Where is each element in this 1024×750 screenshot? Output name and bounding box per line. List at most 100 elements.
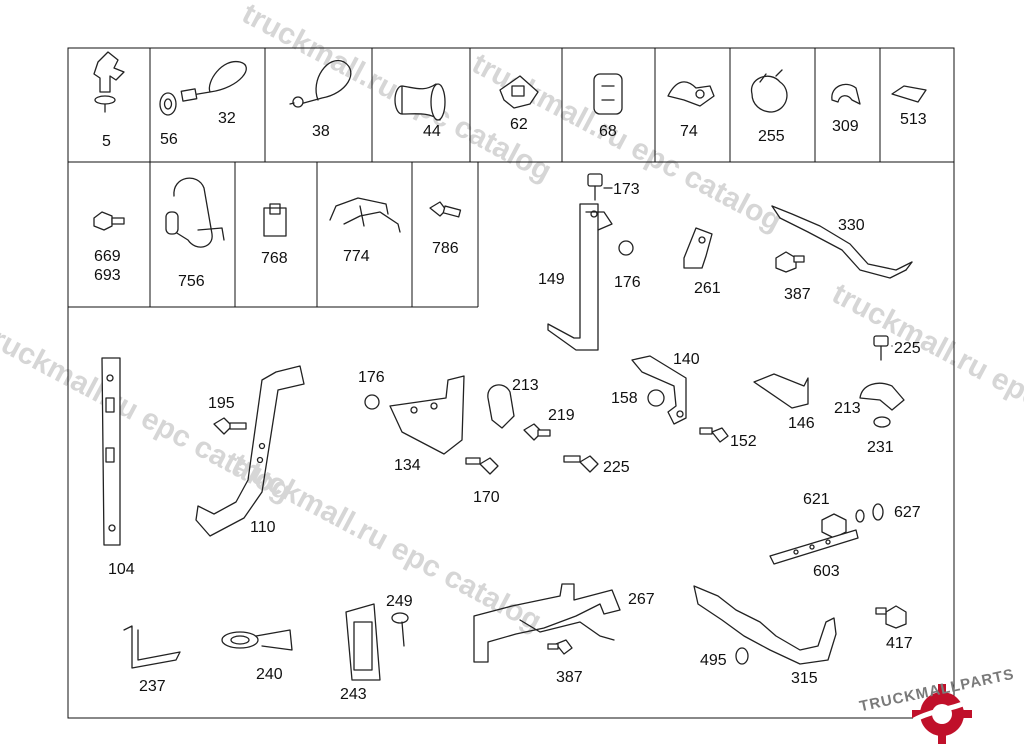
label-32: 32: [218, 110, 236, 127]
label-219: 219: [548, 407, 575, 424]
part-237-bracket: [123, 625, 181, 669]
part-225-bolt: [563, 455, 599, 473]
part-140-bracket: [631, 355, 687, 425]
part-149-bracket: [547, 203, 613, 351]
label-309: 309: [832, 118, 859, 135]
part-513-clip: [891, 85, 927, 103]
part-621-nut: [821, 513, 847, 539]
label-68: 68: [599, 123, 617, 140]
label-134: 134: [394, 457, 421, 474]
part-387-bolt: [775, 251, 805, 273]
label-669: 669: [94, 248, 121, 265]
part-labels: 5 56 32 38 44 62 68 74 255 309 513 669 6…: [94, 110, 927, 703]
label-38: 38: [312, 123, 330, 140]
part-669-bolt: [93, 211, 125, 231]
part-44-bushing: [394, 83, 446, 121]
label-56: 56: [160, 131, 178, 148]
part-249-screw: [391, 612, 409, 647]
label-44: 44: [423, 123, 441, 140]
part-774-clip: [329, 197, 401, 233]
label-213b: 213: [834, 400, 861, 417]
label-173: 173: [613, 181, 640, 198]
label-756: 756: [178, 273, 205, 290]
part-627-washer: [855, 503, 884, 523]
label-249: 249: [386, 593, 413, 610]
label-315: 315: [791, 670, 818, 687]
part-243-bracket: [345, 603, 381, 681]
label-225: 225: [603, 459, 630, 476]
part-74-clip: [667, 81, 715, 107]
part-146-bracket: [753, 373, 809, 409]
label-261: 261: [694, 280, 721, 297]
label-387b: 387: [556, 669, 583, 686]
part-104-strap: [101, 357, 121, 546]
label-152: 152: [730, 433, 757, 450]
label-255: 255: [758, 128, 785, 145]
part-173-bolt: [587, 173, 603, 201]
label-621: 621: [803, 491, 830, 508]
label-140: 140: [673, 351, 700, 368]
part-170-bolt: [465, 457, 499, 475]
part-158-washer: [647, 389, 665, 407]
part-110-bracket: [195, 365, 305, 537]
label-768: 768: [261, 250, 288, 267]
part-219-bolt: [523, 423, 551, 441]
label-170: 170: [473, 489, 500, 506]
label-146: 146: [788, 415, 815, 432]
label-104: 104: [108, 561, 135, 578]
label-603: 603: [813, 563, 840, 580]
label-267: 267: [628, 591, 655, 608]
part-417-bolt: [875, 605, 907, 629]
label-158: 158: [611, 390, 638, 407]
part-315-bracket: [693, 585, 837, 665]
part-231-washer: [873, 416, 891, 428]
part-255-holder: [750, 69, 788, 113]
leader-lines: [603, 187, 893, 347]
part-240-bracket: [221, 629, 293, 651]
part-387-bolt-2: [547, 639, 573, 655]
part-152-bolt: [699, 427, 729, 443]
part-38-clamp: [289, 59, 352, 108]
part-330-bracket: [771, 205, 913, 279]
part-68-clip: [593, 73, 623, 115]
label-627: 627: [894, 504, 921, 521]
label-693: 693: [94, 267, 121, 284]
part-225-bolt-2: [873, 335, 889, 361]
label-240: 240: [256, 666, 283, 683]
label-237: 237: [139, 678, 166, 695]
label-213: 213: [512, 377, 539, 394]
part-32-clamp: [180, 61, 247, 102]
label-243: 243: [340, 686, 367, 703]
label-176b: 176: [358, 369, 385, 386]
part-62-clip: [499, 75, 539, 109]
part-309-holder: [831, 83, 861, 105]
part-756-clip: [165, 177, 225, 248]
brand-logo: TRUCKMALLPARTS: [858, 664, 1018, 744]
label-110: 110: [250, 519, 276, 536]
label-5: 5: [102, 133, 111, 150]
label-387: 387: [784, 286, 811, 303]
label-74: 74: [680, 123, 698, 140]
part-768-clip: [263, 203, 287, 237]
label-513: 513: [900, 111, 927, 128]
label-495: 495: [700, 652, 727, 669]
label-176: 176: [614, 274, 641, 291]
part-267-bracket: [473, 583, 621, 663]
gear-icon: [912, 684, 974, 744]
label-195: 195: [208, 395, 235, 412]
part-261-bracket: [683, 227, 713, 269]
part-5-clip: [93, 51, 125, 113]
label-231: 231: [867, 439, 894, 456]
watermark-text: truckmall.ru epc catalog: [827, 277, 1024, 468]
part-213-holder: [487, 384, 515, 429]
label-786: 786: [432, 240, 459, 257]
part-195-bolt: [213, 417, 247, 435]
part-213-holder-2: [859, 382, 905, 411]
part-56-grommet: [159, 92, 177, 116]
label-417: 417: [886, 635, 913, 652]
label-774: 774: [343, 248, 370, 265]
part-176-washer-2: [364, 394, 380, 410]
part-603-strip: [769, 529, 859, 565]
part-495-washer: [735, 647, 749, 665]
